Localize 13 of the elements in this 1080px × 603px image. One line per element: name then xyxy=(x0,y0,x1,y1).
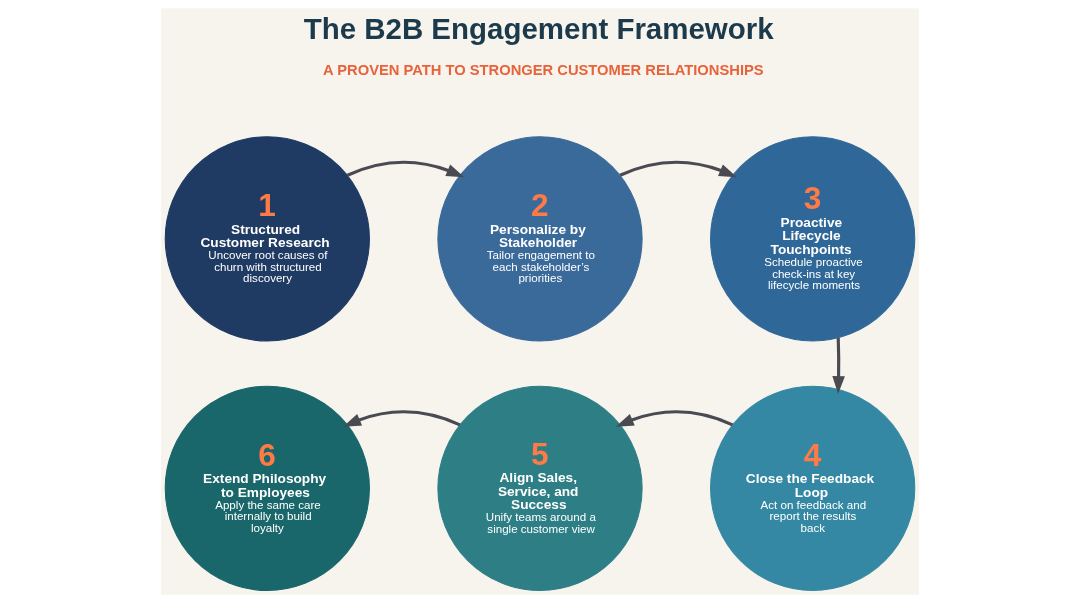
node-circle: 3 Proactive Lifecycle Touchpoints Schedule proactive check-ins at key lifecycle moments xyxy=(710,136,916,342)
arrow xyxy=(832,338,845,395)
label: A PROVEN PATH TO STRONGER CUSTOMER RELATIONSHIPS xyxy=(323,62,764,79)
node-circle: 4 Close the Feedback Loop Act on feedback and report the results back xyxy=(710,385,916,591)
arrow xyxy=(619,160,737,178)
arrow xyxy=(343,410,461,427)
node-circle: 1 Structured Customer Research Uncover root causes of churn with structured discovery xyxy=(164,136,370,342)
node-circle: 2 Personalize by Stakeholder Tailor engagement to each stakeholder’s priorities xyxy=(437,136,643,342)
diagram-title: The B2B Engagement Framework xyxy=(303,12,774,46)
arrow xyxy=(346,160,465,178)
node-circle: 5 Align Sales, Service, and Success Unify teams around a single customer view xyxy=(437,385,643,591)
arrow xyxy=(615,410,734,427)
node-circle: 6 Extend Philosophy to Employees Apply the same care internally to build loyalty xyxy=(164,385,370,591)
